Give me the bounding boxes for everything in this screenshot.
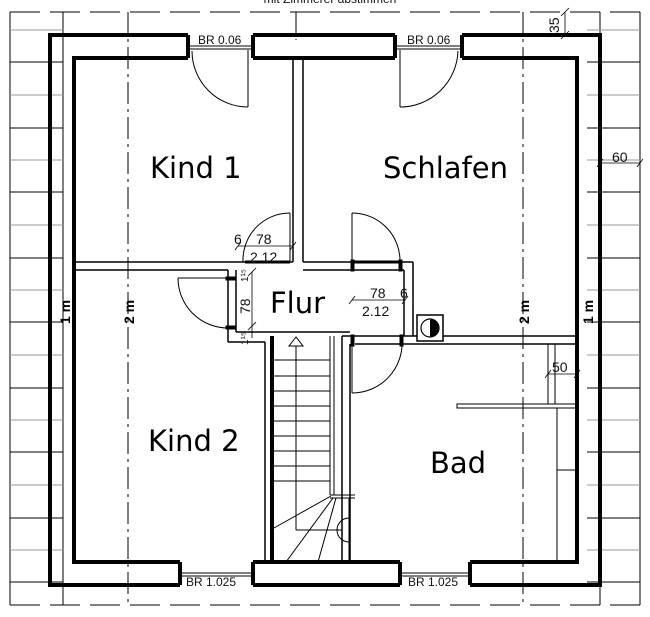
door-kind2 (177, 276, 237, 330)
height-label-left-outer: 1 m (57, 300, 73, 324)
dim-schlafen-door-width: 78 (370, 285, 386, 301)
top-note: mit Zimmerer abstimmen (264, 0, 397, 6)
height-label-left-inner: 2 m (121, 300, 137, 324)
height-label-right-inner: 2 m (516, 300, 532, 324)
room-label-schlafen: Schlafen (383, 151, 508, 185)
dim-kind2-door-top: 1¹⁵ (240, 269, 251, 282)
room-label-flur: Flur (270, 286, 325, 320)
window-top-right (397, 45, 460, 50)
window-label: BR 1.025 (408, 575, 458, 589)
dim-kind1-door-width: 78 (256, 231, 272, 247)
door-top-right-swing (399, 50, 459, 108)
dim-kind1-door-side: 6 (234, 231, 242, 247)
stair-up-arrow-icon (287, 336, 305, 347)
exterior-walls (48, 33, 602, 587)
room-label-kind1: Kind 1 (150, 151, 242, 185)
rafters-right (587, 29, 640, 583)
dim-kind2-door-width: 78 (237, 298, 253, 314)
window-label: BR 1.025 (186, 575, 236, 589)
interior-walls (74, 60, 577, 562)
height-lines (127, 12, 524, 605)
window-top-left (190, 45, 251, 50)
chimney-icon (416, 314, 444, 342)
window-bottom-right (402, 572, 468, 577)
dim-kind1-door-height: 2.12 (250, 249, 277, 265)
room-label-bad: Bad (430, 446, 486, 480)
room-label-kind2: Kind 2 (148, 424, 240, 458)
height-label-right-outer: 1 m (580, 300, 596, 324)
dim-kind2-door-bottom: 1¹⁵ (240, 332, 251, 345)
dim-schlafen-door-side: 6 (400, 285, 408, 301)
dim-schlafen-door-height: 2.12 (362, 303, 389, 319)
dim-roof-top: 35 (546, 17, 562, 33)
dimension-lines (234, 7, 644, 379)
window-label: BR 0.06 (198, 33, 242, 47)
door-top-left-swing (191, 50, 249, 108)
dim-roof-right: 60 (612, 149, 628, 165)
door-kind1 (242, 212, 291, 264)
window-label: BR 0.06 (407, 33, 451, 47)
door-bad (350, 334, 404, 394)
door-schlafen (350, 212, 403, 272)
window-bottom-left (182, 572, 251, 577)
dim-bad-niche: 50 (552, 359, 568, 375)
staircase (273, 336, 355, 563)
rafters-left (10, 29, 63, 583)
